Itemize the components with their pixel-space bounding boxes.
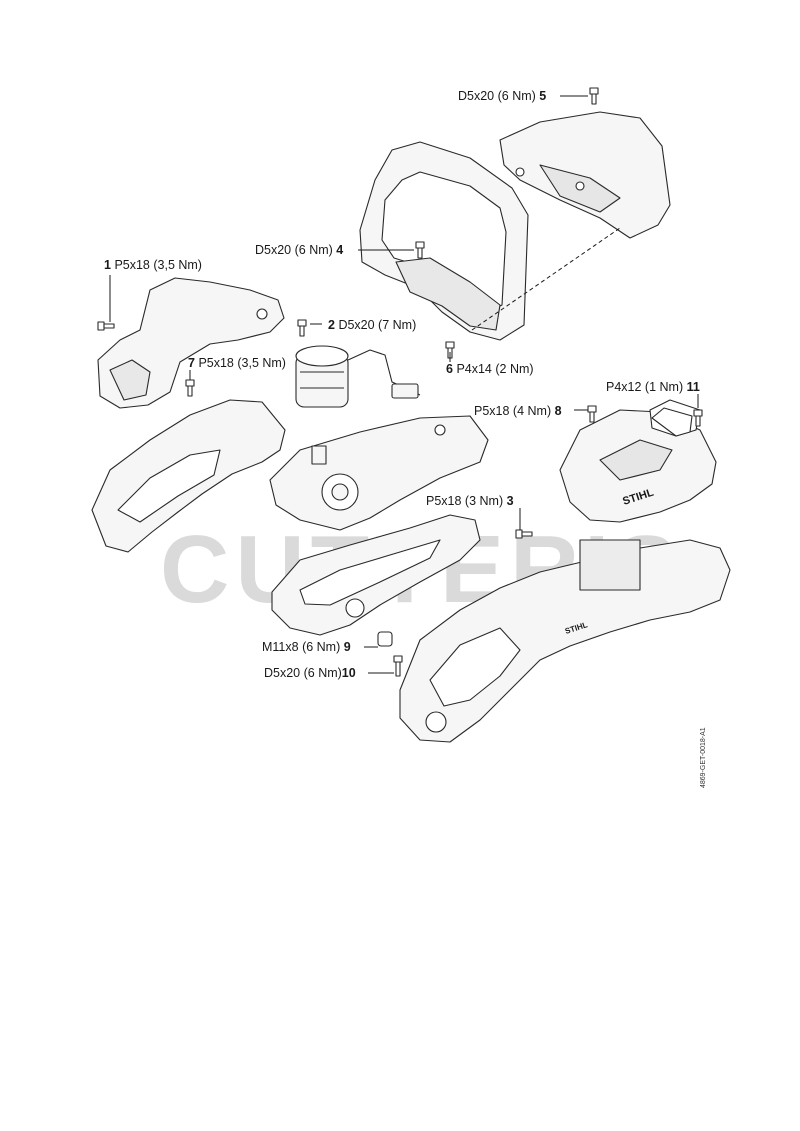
rear-housing bbox=[399, 539, 731, 743]
callout-7: 7 P5x18 (3,5 Nm) bbox=[188, 356, 286, 370]
leader-lines bbox=[109, 95, 699, 674]
switch-bracket bbox=[97, 277, 285, 409]
callout-9: M11x8 (6 Nm) 9 bbox=[262, 640, 351, 654]
callout-8: P5x18 (4 Nm) 8 bbox=[474, 404, 562, 418]
drawing-code: 4869-GET-0018-A1 bbox=[700, 727, 707, 788]
lower-housing bbox=[271, 514, 481, 636]
callout-2: 2 D5x20 (7 Nm) bbox=[328, 318, 417, 332]
callout-5: D5x20 (6 Nm) 5 bbox=[458, 89, 547, 103]
left-handle-housing bbox=[91, 399, 286, 553]
screws bbox=[97, 87, 703, 677]
gearbox bbox=[269, 415, 489, 531]
battery-cover bbox=[559, 399, 717, 523]
callout-10: D5x20 (6 Nm)10 bbox=[264, 666, 356, 680]
callout-11: P4x12 (1 Nm) 11 bbox=[606, 380, 700, 394]
motor bbox=[295, 345, 421, 408]
callout-1: 1 P5x18 (3,5 Nm) bbox=[104, 258, 202, 272]
handle-cover bbox=[499, 111, 671, 239]
battery-latch bbox=[651, 407, 693, 437]
callout-3: P5x18 (3 Nm) 3 bbox=[426, 494, 514, 508]
callout-6: 6 P4x14 (2 Nm) bbox=[446, 362, 534, 376]
callout-4: D5x20 (6 Nm) 4 bbox=[255, 243, 344, 257]
loop-handle bbox=[359, 141, 529, 341]
